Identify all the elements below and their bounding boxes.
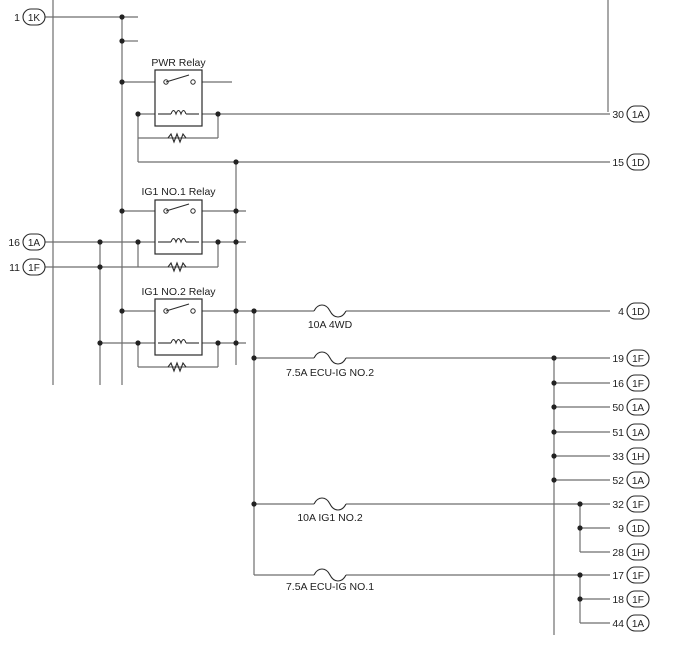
right-terminal-connector: 1A — [632, 110, 645, 121]
right-terminal-connector: 1A — [632, 403, 645, 414]
fuse-10a-ig1-no2: 10A IG1 NO.2 — [297, 497, 363, 524]
right-terminal-17-1f: 17 1F — [612, 566, 650, 584]
right-terminal-pin: 44 — [612, 618, 624, 630]
pwr-relay: PWR Relay — [151, 57, 206, 144]
right-terminal-15-1d: 15 1D — [612, 153, 650, 171]
fuse-10a-ig1-no2-label: 10A IG1 NO.2 — [297, 512, 363, 524]
right-terminal-pin: 30 — [612, 109, 624, 121]
left-terminal-1-1k: 1 1K — [14, 8, 46, 26]
ig1-no2-relay: IG1 NO.2 Relay — [141, 286, 216, 373]
right-terminal-pin: 15 — [612, 157, 624, 169]
ig1-no1-relay-label: IG1 NO.1 Relay — [141, 186, 216, 198]
fuse-10a-4wd: 10A 4WD — [308, 304, 353, 331]
right-terminal-connector: 1F — [632, 354, 644, 365]
right-terminal-pin: 33 — [612, 451, 624, 463]
right-terminal-pin: 18 — [612, 594, 624, 606]
right-terminal-50-1a: 50 1A — [612, 398, 650, 416]
right-terminal-connector: 1A — [632, 476, 645, 487]
right-terminal-pin: 9 — [618, 523, 624, 535]
fuse-10a-4wd-label: 10A 4WD — [308, 319, 353, 331]
junction-dots — [97, 14, 583, 602]
right-terminal-pin: 16 — [612, 378, 624, 390]
right-terminal-16-1f: 16 1F — [612, 374, 650, 392]
right-terminal-19-1f: 19 1F — [612, 349, 650, 367]
right-terminal-pin: 17 — [612, 570, 624, 582]
right-terminal-pin: 50 — [612, 402, 624, 414]
right-terminal-28-1h: 28 1H — [612, 543, 650, 561]
right-terminal-connector: 1D — [632, 158, 645, 169]
left-terminal-connector: 1F — [28, 263, 40, 274]
right-terminal-51-1a: 51 1A — [612, 423, 650, 441]
right-terminal-connector: 1H — [632, 452, 645, 463]
middle-wires — [45, 210, 246, 268]
right-terminal-pin: 4 — [618, 306, 624, 318]
right-terminal-4-1d: 4 1D — [618, 302, 650, 320]
left-terminal-pin: 1 — [14, 12, 20, 24]
pwr-relay-box — [154, 69, 203, 127]
ig1-no1-relay: IG1 NO.1 Relay — [141, 186, 216, 273]
right-terminal-pin: 32 — [612, 499, 624, 511]
right-terminal-33-1h: 33 1H — [612, 447, 650, 465]
left-terminal-11-1f: 11 1F — [9, 258, 46, 276]
fuse-ecu-ig-no1: 7.5A ECU-IG NO.1 — [286, 568, 374, 593]
fuse-ecu-ig-no2-label: 7.5A ECU-IG NO.2 — [286, 367, 374, 379]
right-terminal-connector: 1F — [632, 379, 644, 390]
right-terminal-connector: 1F — [632, 500, 644, 511]
fuse-ecu-ig-no1-label: 7.5A ECU-IG NO.1 — [286, 581, 374, 593]
ig1-no2-relay-box — [154, 298, 203, 356]
lower-wires — [100, 310, 610, 624]
right-terminal-52-1a: 52 1A — [612, 471, 650, 489]
right-terminal-30-1a: 30 1A — [612, 105, 650, 123]
right-terminal-pin: 51 — [612, 427, 624, 439]
left-terminal-pin: 16 — [8, 237, 20, 249]
right-terminal-connector: 1A — [632, 619, 645, 630]
left-terminal-pin: 11 — [9, 262, 20, 274]
right-terminal-connector: 1D — [632, 524, 645, 535]
top-wires — [45, 16, 610, 163]
right-terminal-pin: 19 — [612, 353, 624, 365]
right-terminal-connector: 1A — [632, 428, 645, 439]
left-terminal-connector: 1K — [28, 13, 41, 24]
right-terminal-connector: 1F — [632, 595, 644, 606]
right-terminal-pin: 28 — [612, 547, 624, 559]
ig1-no1-relay-box — [154, 199, 203, 255]
right-terminal-32-1f: 32 1F — [612, 495, 650, 513]
right-terminal-9-1d: 9 1D — [618, 519, 650, 537]
pwr-relay-label: PWR Relay — [151, 57, 206, 69]
fuse-ecu-ig-no2: 7.5A ECU-IG NO.2 — [286, 351, 374, 379]
right-terminal-connector: 1F — [632, 571, 644, 582]
vertical-rails — [52, 0, 609, 635]
right-terminal-connector: 1D — [632, 307, 645, 318]
left-terminal-connector: 1A — [28, 238, 41, 249]
right-terminal-connector: 1H — [632, 548, 645, 559]
left-terminal-16-1a: 16 1A — [8, 233, 46, 251]
right-terminal-18-1f: 18 1F — [612, 590, 650, 608]
ig1-no2-relay-label: IG1 NO.2 Relay — [141, 286, 216, 298]
right-terminal-pin: 52 — [612, 475, 624, 487]
right-terminal-44-1a: 44 1A — [612, 614, 650, 632]
